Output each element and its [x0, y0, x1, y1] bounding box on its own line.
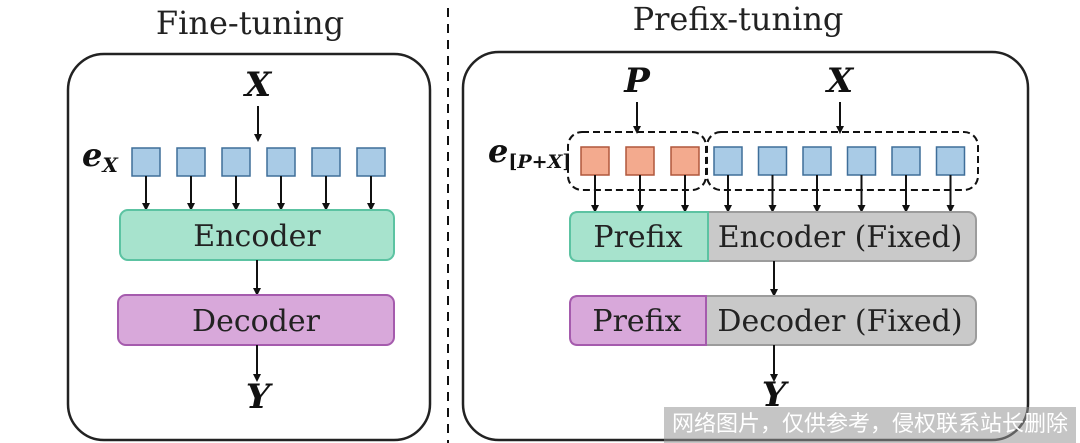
- fine-tuning-token-row: [131, 147, 386, 211]
- fine-tuning-input-token: [221, 147, 251, 177]
- decoder-prefix-block: [569, 295, 707, 346]
- prefix-tuning-input-token: [757, 146, 788, 176]
- prefix-tuning-input-token: [713, 146, 743, 176]
- prefix-input-p: P: [623, 61, 651, 101]
- fine-tuning-output-y: Y: [246, 377, 273, 417]
- fine-tuning-frame: [66, 52, 432, 442]
- prefix-token: [580, 146, 610, 176]
- fine-tuning-panel: Fine-tuning X eX Encoder Decoder Y: [66, 4, 432, 442]
- fine-tuning-input-token: [131, 147, 161, 177]
- fine-tuning-input-x: X: [243, 65, 273, 105]
- prefix-tuning-input-token: [935, 146, 966, 176]
- prefix-tuning-panel: Prefix-tuning P X e[P+X] Prefix Encoder …: [461, 0, 1030, 442]
- fine-tuning-input-token: [266, 147, 296, 177]
- encoder-prefix-label: Prefix: [593, 220, 682, 255]
- prefix-tuning-input-x: X: [825, 61, 855, 101]
- prefix-tuning-title: Prefix-tuning: [633, 0, 844, 38]
- fine-tuning-input-token: [176, 147, 206, 177]
- prefix-tuning-input-token: [891, 146, 921, 176]
- fine-tuning-decoder-label: Decoder: [192, 304, 321, 339]
- fine-tuning-title: Fine-tuning: [156, 4, 344, 42]
- prefix-tuning-input-token: [846, 146, 877, 176]
- decoder-prefix-label: Prefix: [592, 304, 681, 339]
- prefix-tuning-input-token: [802, 146, 832, 176]
- prefix-token: [670, 146, 700, 176]
- fine-tuning-input-token: [356, 147, 386, 177]
- prefix-token: [625, 146, 655, 176]
- input-token-group-frame: [706, 131, 979, 191]
- encoder-prefix-block: [569, 211, 709, 262]
- fine-tuning-input-token: [311, 147, 341, 177]
- prefix-tuning-token-row: [713, 146, 966, 213]
- fine-tuning-encoder-label: Encoder: [193, 219, 321, 254]
- prefix-token-row: [580, 146, 700, 213]
- decoder-fixed-label: Decoder (Fixed): [717, 304, 962, 339]
- encoder-fixed-label: Encoder (Fixed): [718, 220, 963, 255]
- fine-tuning-embedding-label: eX: [82, 136, 119, 177]
- prefix-tuning-embedding-label: e[P+X]: [488, 132, 571, 173]
- watermark-notice: 网络图片，仅供参考，侵权联系站长删除: [663, 407, 1076, 443]
